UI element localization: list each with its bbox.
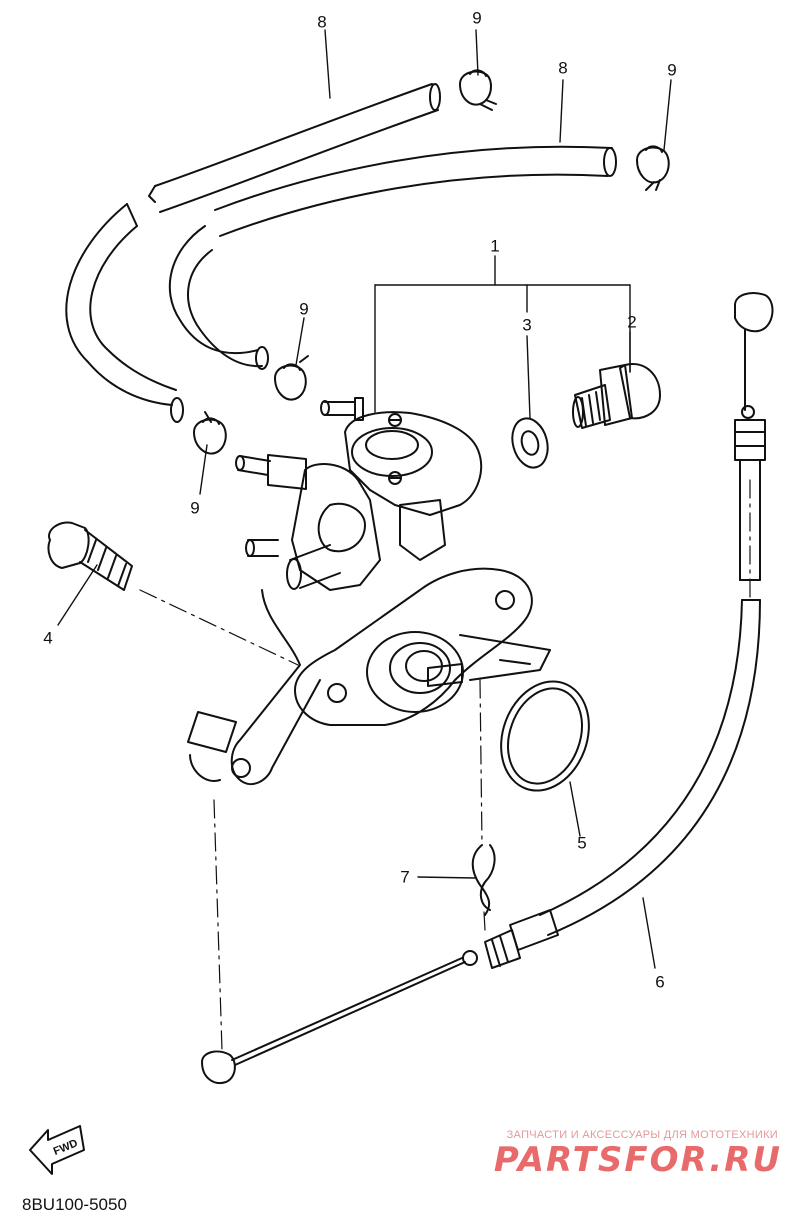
callout-9-low: 9 bbox=[190, 498, 200, 518]
callout-2: 2 bbox=[627, 312, 637, 332]
o-ring bbox=[500, 680, 590, 792]
oil-pump-assembly bbox=[187, 397, 551, 786]
fwd-arrow-icon: FWD bbox=[29, 1125, 85, 1175]
watermark-logo: PARTSFOR.RU bbox=[493, 1140, 782, 1180]
callout-5: 5 bbox=[577, 833, 587, 853]
callout-7: 7 bbox=[400, 867, 410, 887]
callout-8-left: 8 bbox=[317, 12, 327, 32]
callout-1: 1 bbox=[490, 236, 500, 256]
callout-8-right: 8 bbox=[558, 58, 568, 78]
pin-clip bbox=[471, 844, 496, 916]
oil-hose-right bbox=[168, 145, 617, 370]
callout-3: 3 bbox=[522, 315, 532, 335]
hose-clamp-low bbox=[193, 411, 227, 455]
bolt-2 bbox=[572, 363, 661, 429]
alignment-lines bbox=[139, 479, 751, 1051]
callout-6: 6 bbox=[655, 972, 665, 992]
hose-clamp-mid bbox=[274, 355, 309, 401]
callout-9-top-left: 9 bbox=[472, 8, 482, 28]
leader-lines bbox=[57, 29, 672, 969]
callout-4: 4 bbox=[43, 628, 53, 648]
oil-hose-left bbox=[65, 83, 441, 423]
bolt-4 bbox=[47, 521, 133, 591]
watermark-caption: ЗАПЧАСТИ И АКСЕССУАРЫ ДЛЯ МОТОТЕХНИКИ bbox=[506, 1129, 778, 1141]
hose-clamp-top-left bbox=[459, 69, 497, 111]
hose-clamp-top-right bbox=[636, 145, 670, 191]
callout-9-mid: 9 bbox=[299, 299, 309, 319]
washer bbox=[511, 417, 549, 469]
oil-pump-cable bbox=[201, 292, 774, 1084]
callout-9-top-right: 9 bbox=[667, 60, 677, 80]
figure-code: 8BU100-5050 bbox=[22, 1195, 127, 1214]
